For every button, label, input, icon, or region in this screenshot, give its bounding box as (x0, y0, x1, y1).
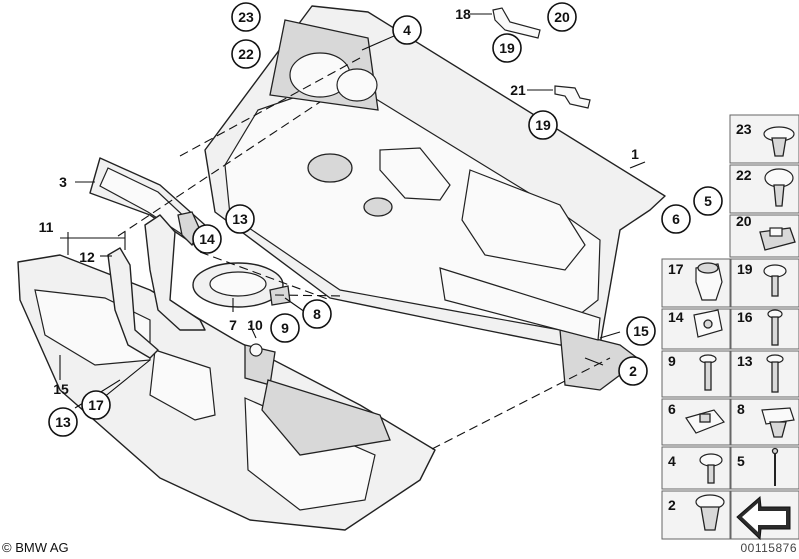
fastener-2: 2 (668, 494, 725, 531)
svg-text:19: 19 (737, 261, 753, 277)
fastener-16: 16 (737, 309, 783, 346)
svg-text:13: 13 (232, 211, 248, 227)
svg-text:3: 3 (59, 174, 67, 190)
copyright-text: © BMW AG (2, 540, 69, 555)
document-number: 00115876 (741, 541, 798, 555)
svg-text:19: 19 (499, 40, 515, 56)
svg-text:6: 6 (668, 401, 676, 417)
fastener-5: 5 (737, 447, 779, 486)
callout-22: 22 (231, 39, 261, 69)
svg-text:14: 14 (199, 231, 215, 247)
callout-20: 20 (547, 2, 577, 32)
svg-text:1: 1 (631, 146, 639, 162)
callout-1: 1 (631, 146, 639, 162)
callout-9: 9 (270, 313, 300, 343)
fastener-23: 23 (736, 121, 795, 157)
svg-text:22: 22 (238, 46, 254, 62)
svg-text:19: 19 (535, 117, 551, 133)
callout-6: 6 (661, 204, 691, 234)
svg-text:17: 17 (88, 397, 104, 413)
svg-text:12: 12 (79, 249, 95, 265)
callout-5: 5 (693, 186, 723, 216)
svg-text:16: 16 (737, 309, 753, 325)
svg-text:15: 15 (53, 381, 69, 397)
fastener-20: 20 (736, 213, 796, 251)
svg-text:7: 7 (229, 317, 237, 333)
leader-lines (59, 13, 646, 450)
callout-10: 10 (247, 317, 263, 333)
svg-text:17: 17 (668, 261, 684, 277)
callout-15-left: 15 (53, 381, 69, 397)
callout-11: 11 (39, 219, 54, 235)
svg-text:8: 8 (737, 401, 745, 417)
svg-text:22: 22 (736, 167, 752, 183)
callout-18: 18 (455, 6, 471, 22)
callout-7: 7 (229, 317, 237, 333)
callout-3: 3 (59, 174, 67, 190)
callout-12: 12 (79, 249, 95, 265)
callout-23: 23 (231, 2, 261, 32)
svg-text:2: 2 (629, 363, 637, 379)
svg-text:13: 13 (55, 414, 71, 430)
fastener-14: 14 (668, 309, 723, 338)
svg-text:13: 13 (737, 353, 753, 369)
callout-17: 17 (81, 390, 111, 420)
callout-13-top: 13 (225, 204, 255, 234)
callout-14: 14 (192, 224, 222, 254)
callout-15-right: 15 (626, 316, 656, 346)
callout-19-top: 19 (492, 33, 522, 63)
svg-text:10: 10 (247, 317, 263, 333)
fastener-17: 17 (668, 261, 723, 301)
fastener-13: 13 (737, 353, 784, 393)
svg-text:11: 11 (39, 219, 54, 235)
fastener-22: 22 (736, 167, 794, 207)
fastener-4: 4 (668, 453, 723, 484)
fastener-9: 9 (668, 353, 717, 391)
svg-text:9: 9 (668, 353, 676, 369)
svg-text:15: 15 (633, 323, 649, 339)
bracket-parts (492, 7, 591, 109)
svg-text:21: 21 (510, 82, 526, 98)
callout-19-mid: 19 (528, 110, 558, 140)
svg-text:14: 14 (668, 309, 684, 325)
svg-text:5: 5 (704, 193, 712, 209)
svg-text:18: 18 (455, 6, 471, 22)
svg-text:2: 2 (668, 497, 676, 513)
callout-8: 8 (302, 299, 332, 329)
svg-text:5: 5 (737, 453, 745, 469)
svg-text:8: 8 (313, 306, 321, 322)
fastener-6: 6 (668, 401, 725, 434)
svg-text:9: 9 (281, 320, 289, 336)
fastener-19: 19 (737, 261, 787, 297)
svg-text:23: 23 (238, 9, 254, 25)
door-panel-part (204, 5, 666, 391)
svg-text:20: 20 (554, 9, 570, 25)
callout-2: 2 (618, 356, 648, 386)
callout-4: 4 (392, 15, 422, 45)
callout-13-bottom: 13 (48, 407, 78, 437)
svg-text:4: 4 (668, 453, 676, 469)
fastener-8: 8 (737, 401, 795, 438)
svg-text:6: 6 (672, 211, 680, 227)
svg-text:4: 4 (403, 22, 411, 38)
svg-text:23: 23 (736, 121, 752, 137)
callout-21: 21 (510, 82, 526, 98)
arrow-icon (736, 495, 791, 541)
svg-text:20: 20 (736, 213, 752, 229)
